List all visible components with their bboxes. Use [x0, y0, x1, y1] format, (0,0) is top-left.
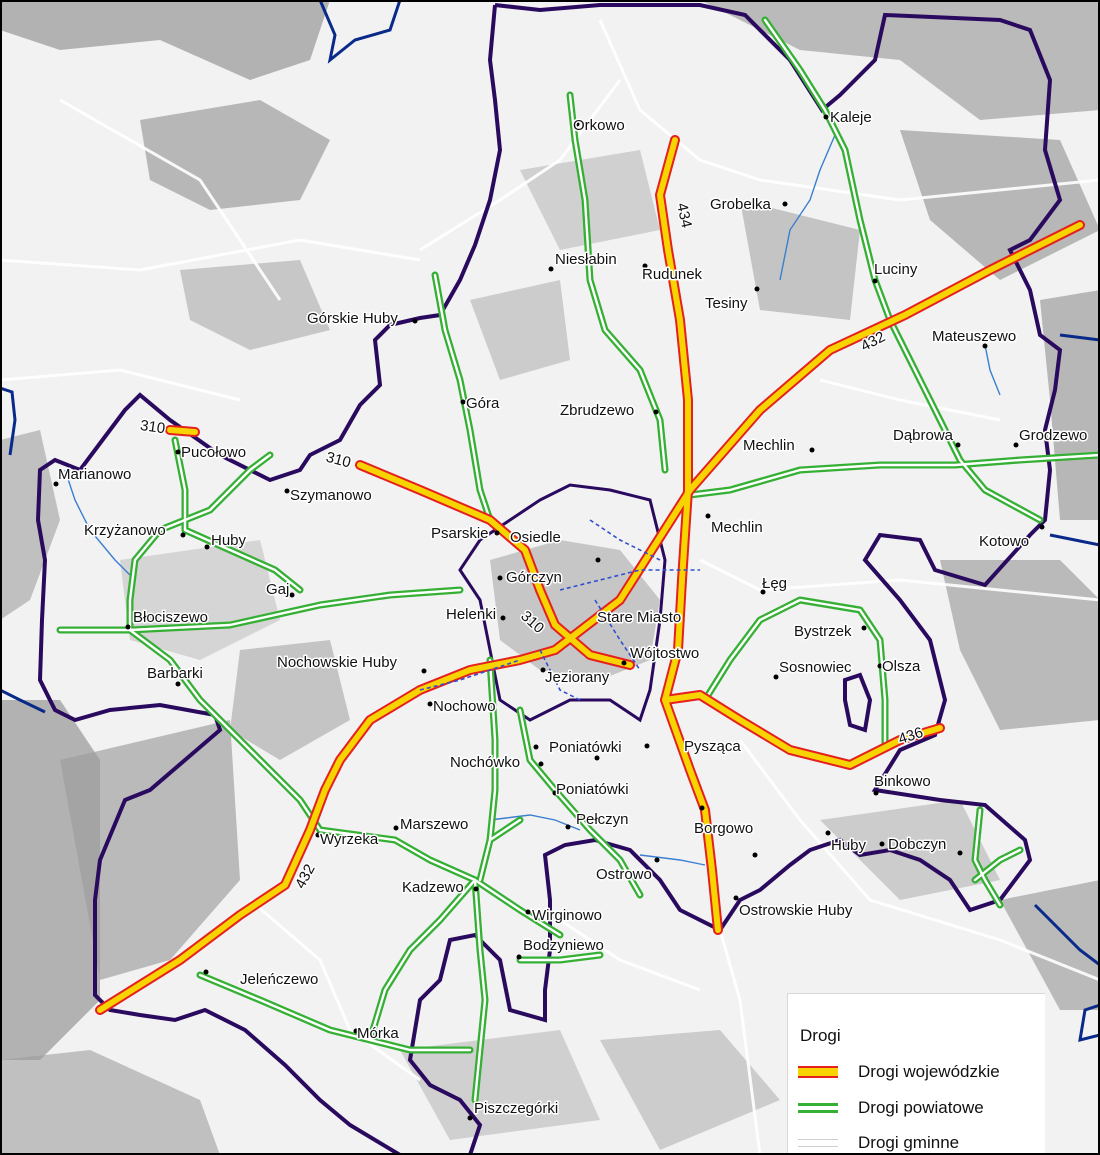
place-label: Dobczyn: [888, 836, 946, 853]
place-label: Huby: [831, 837, 867, 854]
place-label: Nochowskie Huby: [277, 654, 398, 671]
place-label: Wójtostwo: [630, 645, 699, 662]
place-label: Rudunek: [642, 266, 703, 283]
place-label: Orkowo: [573, 117, 625, 134]
place-label: Jeziorany: [545, 669, 610, 686]
place-label: Wirginowo: [532, 907, 602, 924]
place-label: Huby: [211, 532, 247, 549]
place-label: Psarskie: [431, 525, 489, 542]
place-label: Olsza: [882, 658, 921, 675]
place-label: Ostrowo: [596, 866, 652, 883]
place-label: Grobelka: [710, 196, 772, 213]
place-label: Zbrudzewo: [560, 402, 634, 419]
place-label: Nochówko: [450, 754, 520, 771]
place-label: Niesłabin: [555, 251, 617, 268]
place-label: Góra: [466, 395, 500, 412]
place-label: Poniatówki: [556, 781, 629, 798]
place-label: Błociszewo: [133, 609, 208, 626]
place-label: Barbarki: [147, 665, 203, 682]
place-label: Pysząca: [684, 738, 741, 755]
legend-item-powiatowe: Drogi powiatowe: [798, 1096, 984, 1120]
powiatowe-roads: [56, 16, 1100, 1104]
place-label: Gaj: [266, 581, 289, 598]
town-boundary: [458, 483, 667, 723]
place-label: Jeleńczewo: [240, 971, 318, 988]
place-label: Pucołowo: [181, 444, 246, 461]
minor-roads: [0, 19, 1100, 1155]
legend-swatch-wojewodzkie: [798, 1066, 838, 1078]
place-label: Ostrowskie Huby: [739, 902, 853, 919]
legend-item-wojewodzkie: Drogi wojewódzkie: [798, 1060, 1000, 1084]
place-label: Borgowo: [694, 820, 753, 837]
legend: Drogi Drogi wojewódzkie Drogi powiatowe …: [787, 993, 1045, 1155]
legend-label: Drogi wojewódzkie: [858, 1062, 1000, 1081]
place-label: Mechlin: [743, 437, 795, 454]
wojewodzkie-roads: [95, 135, 1085, 1015]
place-label: Bodzyniewo: [523, 937, 604, 954]
place-label: Kadzewo: [402, 879, 464, 896]
place-label: Wyrzeka: [320, 831, 379, 848]
place-label: Piszczegórki: [474, 1100, 558, 1117]
place-label: Poniatówki: [549, 739, 622, 756]
legend-label: Drogi gminne: [858, 1133, 960, 1152]
legend-item-gminne: Drogi gminne: [798, 1131, 959, 1155]
enclave-boundary: [843, 672, 873, 733]
place-labels: Orkowo Kaleje Grobelka Niesłabin Rudunek…: [57, 108, 1089, 1119]
place-label: Górczyn: [506, 569, 562, 586]
place-label: Mórka: [357, 1025, 399, 1042]
place-label: Kotowo: [979, 533, 1029, 550]
place-dots: [53, 114, 1045, 1121]
legend-swatch-gminne: [798, 1139, 838, 1147]
place-label: Pełczyn: [576, 811, 629, 828]
county-boundary: [0, 0, 1100, 1043]
legend-label: Drogi powiatowe: [858, 1098, 984, 1117]
place-label: Mateuszewo: [932, 328, 1016, 345]
place-label: Górskie Huby: [307, 310, 398, 327]
place-label: Łęg: [762, 575, 787, 592]
legend-title: Drogi: [800, 1026, 841, 1045]
road-number-label: 310: [139, 417, 166, 437]
place-label: Binkowo: [874, 773, 931, 790]
place-label: Luciny: [874, 261, 918, 278]
place-label: Helenki: [446, 606, 496, 623]
place-label: Sosnowiec: [779, 659, 852, 676]
legend-swatch-powiatowe: [798, 1103, 838, 1113]
place-label: Dąbrowa: [893, 427, 954, 444]
town-dashed-lines: [419, 519, 700, 701]
place-label: Marianowo: [58, 466, 131, 483]
place-label: Kaleje: [830, 109, 872, 126]
place-label: Grodzewo: [1019, 427, 1087, 444]
place-label: Tesiny: [705, 295, 748, 312]
place-label: Mechlin: [711, 519, 763, 536]
place-label: Osiedle: [510, 529, 561, 546]
place-label: Stare Miasto: [597, 609, 681, 626]
place-label: Bystrzek: [794, 623, 852, 640]
place-label: Nochowo: [433, 698, 496, 715]
place-label: Krzyżanowo: [84, 522, 166, 539]
place-label: Marszewo: [400, 816, 468, 833]
place-label: Szymanowo: [290, 487, 372, 504]
